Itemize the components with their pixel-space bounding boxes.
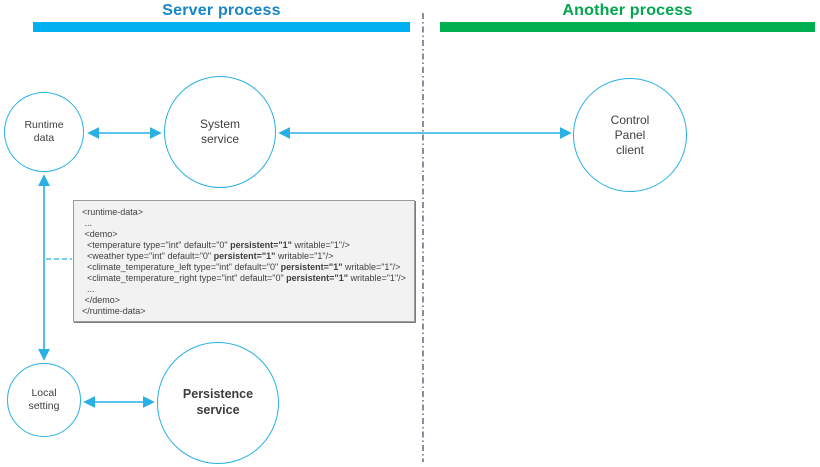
persistence-service-node: Persistence service [157,342,279,464]
code-line: <demo> [82,229,118,239]
local-setting-node: Local setting [7,363,81,437]
code-line: <climate_temperature_right type="int" de… [82,273,406,283]
code-line: </demo> [82,295,121,305]
server-process-title: Server process [162,2,281,19]
control-panel-client-node: Control Panel client [573,78,687,192]
persistence-service-label: Persistence service [182,387,254,417]
runtime-data-label: Runtime data [24,118,64,144]
another-process-bar [440,22,815,32]
another-process-title: Another process [562,2,693,19]
code-line: <climate_temperature_left type="int" def… [82,262,401,272]
code-line: </runtime-data> [82,306,146,316]
runtime-data-node: Runtime data [4,92,84,172]
code-line: ... [82,284,95,294]
system-service-label: System service [199,117,240,146]
code-line: <temperature type="int" default="0" pers… [82,240,350,250]
code-line: <weather type="int" default="0" persiste… [82,251,334,261]
control-panel-client-label: Control Panel client [610,112,650,157]
runtime-data-xml-box: <runtime-data> ... <demo> <temperature t… [73,200,415,322]
system-service-node: System service [164,76,276,188]
code-line: ... [82,218,93,228]
local-setting-label: Local setting [28,386,60,412]
server-process-bar [33,22,410,32]
code-line: <runtime-data> [82,207,144,217]
